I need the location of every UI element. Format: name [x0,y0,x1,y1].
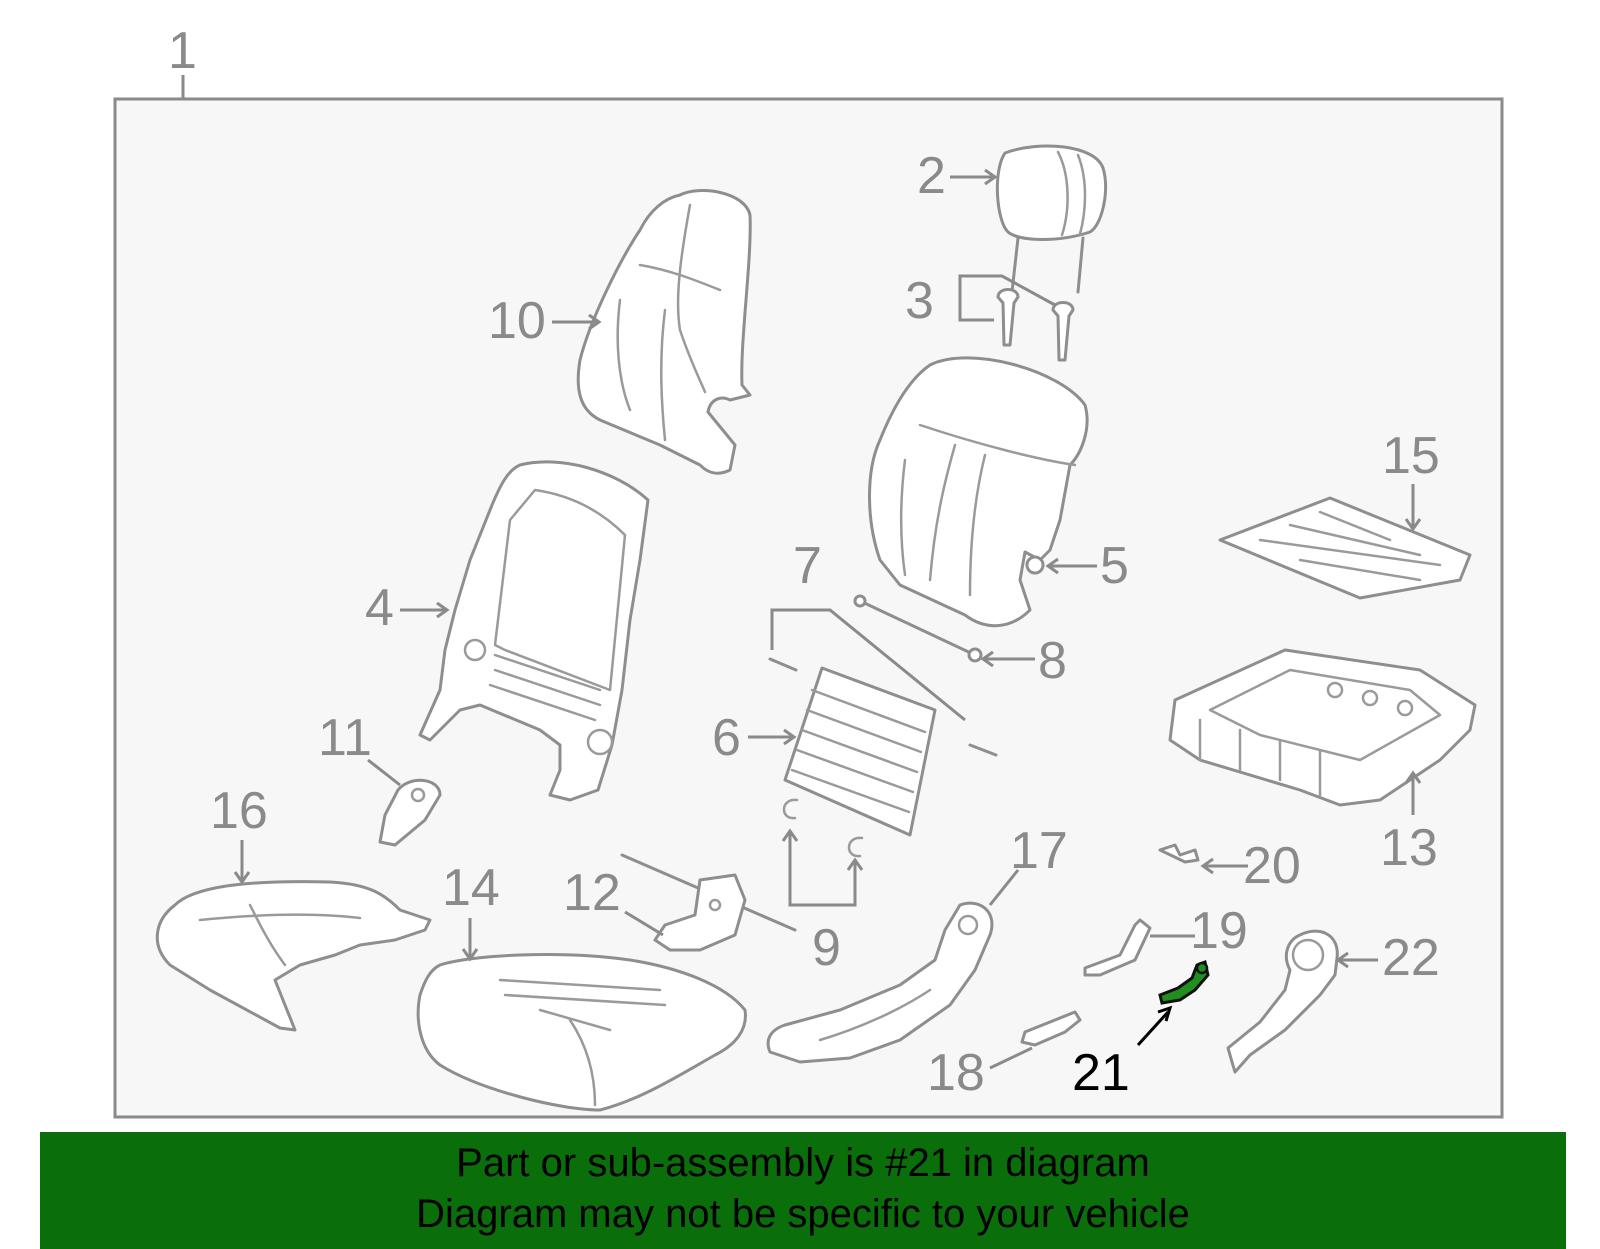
callout-15: 15 [1382,427,1440,485]
springs [768,657,998,757]
seat-cushion-frame [1168,648,1477,807]
knob [1020,1010,1082,1047]
side-shield [766,901,994,1064]
callout-11: 11 [318,709,372,767]
leader-lines [233,168,1422,1070]
callout-6: 6 [712,709,741,767]
callout-9: 9 [812,919,841,977]
seat-heater-mat [1218,496,1472,600]
seat-back-frame [418,460,650,802]
callout-7: 7 [793,537,822,595]
bracket [1083,918,1152,977]
clip [1158,843,1200,864]
side-cover [1226,929,1339,1074]
recliner-cover [378,778,442,847]
rod [853,594,983,663]
callout-13: 13 [1380,819,1438,877]
hooks [782,798,864,858]
callout-16: 16 [210,782,268,840]
callout-21: 21 [1072,1044,1130,1102]
callout-8: 8 [1038,632,1067,690]
callout-17: 17 [1010,822,1068,880]
callout-12: 12 [563,864,621,922]
headrest-guides [996,288,1075,362]
callout-19: 19 [1190,902,1248,960]
info-banner: Part or sub-assembly is #21 in diagram D… [40,1132,1566,1249]
banner-line-2: Diagram may not be specific to your vehi… [416,1192,1190,1236]
seat-back-spring [783,666,937,837]
callout-5: 5 [1100,537,1129,595]
callout-10: 10 [488,292,546,350]
seat-back-cushion [868,356,1089,628]
leader-21 [1136,1010,1170,1047]
seat-back-cover [576,189,752,475]
callout-1: 1 [168,22,197,80]
callout-3: 3 [905,272,934,330]
seat-cushion [416,953,747,1112]
callout-20: 20 [1243,837,1301,895]
seat-cushion-cover [155,880,432,1032]
callout-14: 14 [442,859,500,917]
callout-18: 18 [927,1044,985,1102]
recliner-mechanism [620,853,797,952]
callout-22: 22 [1382,929,1440,987]
callout-4: 4 [365,579,394,637]
callout-2: 2 [917,147,946,205]
banner-line-1: Part or sub-assembly is #21 in diagram [456,1141,1150,1185]
highlighted-part-21 [1158,959,1210,1005]
headrest [995,144,1108,294]
